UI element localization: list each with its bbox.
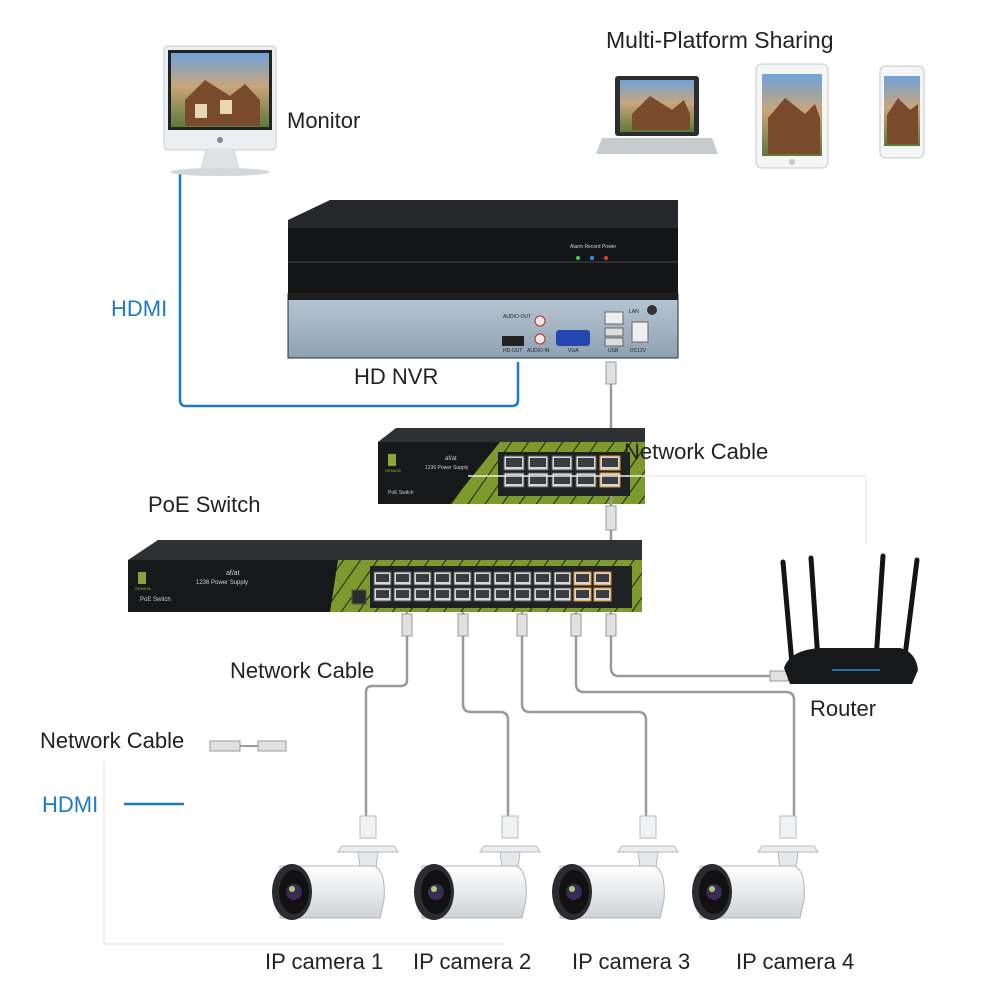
monitor-device bbox=[163, 45, 277, 176]
legend-hdmi-label: HDMI bbox=[42, 792, 99, 817]
faint-lines bbox=[103, 475, 867, 945]
nvr-network-cable-label: Network Cable bbox=[624, 439, 769, 464]
big-switch-model: PoE Switch bbox=[140, 597, 171, 603]
poe-switch-label: PoE Switch bbox=[148, 492, 261, 517]
ip-camera-2 bbox=[414, 815, 541, 920]
big-switch-brand: GENATA bbox=[135, 586, 151, 591]
camera-network-cable-label: Network Cable bbox=[230, 658, 375, 683]
big-switch-spec-top: af/at bbox=[226, 570, 240, 577]
page-title: Multi-Platform Sharing bbox=[606, 27, 834, 53]
small-switch-spec-bottom: 1236 Power Supply bbox=[425, 465, 469, 471]
nvr-port-hdmi: HD-OUT bbox=[503, 348, 523, 354]
camera-cables bbox=[364, 612, 796, 820]
ip-camera-1 bbox=[272, 815, 399, 920]
cameras bbox=[272, 815, 819, 920]
small-switch-spec-top: af/at bbox=[445, 456, 457, 462]
nvr-label: HD NVR bbox=[354, 364, 439, 389]
legend-network-cable-icon bbox=[209, 740, 287, 752]
camera-label-2: IP camera 2 bbox=[413, 949, 532, 974]
laptop-device bbox=[596, 76, 718, 154]
small-switch-model: PoE Switch bbox=[388, 490, 414, 496]
nvr-port-audio-out: AUDIO-OUT bbox=[503, 314, 532, 320]
router-cable bbox=[605, 612, 789, 682]
nvr-port-vga: VGA bbox=[568, 348, 579, 354]
ip-camera-4 bbox=[692, 815, 819, 920]
nvr-port-dc: DC12V bbox=[630, 348, 647, 354]
camera-label-1: IP camera 1 bbox=[265, 949, 384, 974]
phone-device bbox=[879, 65, 925, 159]
nvr-port-usb: USB bbox=[608, 348, 619, 354]
big-switch-spec-bottom: 1236 Power Supply bbox=[196, 580, 249, 586]
ip-camera-3 bbox=[552, 815, 679, 920]
router-device bbox=[780, 553, 920, 684]
switch-switch-cable bbox=[605, 496, 617, 540]
big-switch-ports bbox=[373, 571, 612, 602]
camera-label-4: IP camera 4 bbox=[736, 949, 855, 974]
legend-network-cable-label: Network Cable bbox=[40, 728, 185, 753]
monitor-label: Monitor bbox=[287, 108, 361, 133]
camera-label-3: IP camera 3 bbox=[572, 949, 691, 974]
hdmi-cable bbox=[178, 172, 520, 408]
router-label: Router bbox=[810, 696, 877, 721]
nvr-device bbox=[287, 200, 679, 359]
nvr-led-text: Alarm Record Power bbox=[570, 244, 617, 250]
hdmi-cable-label: HDMI bbox=[111, 296, 168, 321]
nvr-port-lan: LAN bbox=[629, 309, 639, 315]
nvr-port-audio-in: AUDIO-IN bbox=[527, 348, 550, 354]
tablet-device bbox=[755, 63, 829, 169]
small-switch-brand: GENATA bbox=[385, 468, 401, 473]
